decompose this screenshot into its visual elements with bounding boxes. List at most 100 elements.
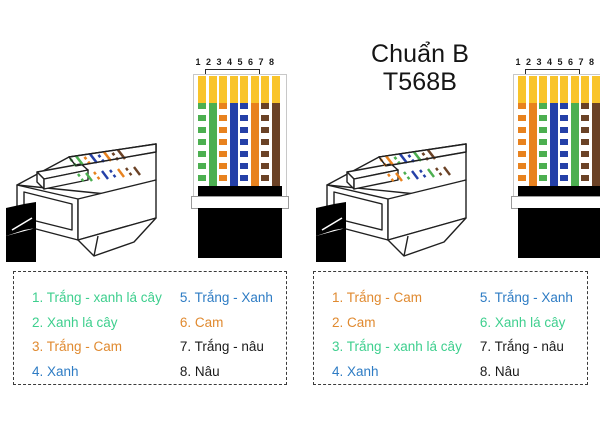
wire-stripe — [560, 151, 568, 157]
legend-row: 2. Cam — [332, 314, 376, 330]
pin-number-1: 1 — [515, 57, 521, 67]
wire-pin-8 — [591, 103, 600, 187]
wire-stripe — [560, 127, 568, 133]
wire-stripe — [581, 175, 589, 181]
pin-pair-bracket-left — [205, 69, 260, 74]
wire-stripe — [261, 163, 269, 169]
wire-stripe — [240, 103, 248, 109]
wire-stripe — [261, 151, 269, 157]
legend-row: 7. Trắng - nâu — [179, 339, 264, 354]
wire-stripe — [539, 151, 547, 157]
wire-stripe — [581, 103, 589, 109]
wire-stripe — [518, 127, 526, 133]
wire-pin-2 — [208, 103, 217, 187]
wire-pin-3 — [539, 103, 547, 187]
gold-contact-pin-7 — [261, 76, 269, 103]
wire-stripe — [560, 103, 568, 109]
title-line-2: T568B — [382, 68, 458, 96]
pin-number-5: 5 — [237, 57, 243, 67]
legend-row: 8. Nâu — [479, 363, 520, 379]
wire-stripe — [560, 115, 568, 121]
pin-number-2: 2 — [205, 57, 211, 67]
wire-stripe — [518, 175, 526, 181]
wire-stripe — [560, 139, 568, 145]
legend-row: 5. Trắng - Xanh — [479, 290, 573, 305]
wire-pin-5 — [240, 103, 248, 187]
wire-stripe — [539, 127, 547, 133]
gold-contact-pin-6 — [570, 76, 579, 103]
wire-pin-2 — [528, 103, 537, 187]
gold-contact-pin-4 — [549, 76, 558, 103]
wire-stripe — [518, 139, 526, 145]
legend-row: 6. Cam — [179, 314, 224, 330]
rj45-plug-illustration-right — [316, 132, 506, 262]
pin-number-5: 5 — [557, 57, 563, 67]
wire-stripe — [240, 163, 248, 169]
gold-contact-pin-1 — [518, 76, 526, 103]
pin-pair-bracket-right — [525, 69, 580, 74]
wire-stripe — [219, 103, 227, 109]
wire-pin-1 — [518, 103, 526, 187]
wire-stripe — [539, 103, 547, 109]
wire-stripe — [261, 175, 269, 181]
wire-row-right — [518, 103, 600, 187]
wire-pin-7 — [581, 103, 589, 187]
wire-stripe — [581, 127, 589, 133]
legend-row: 3. Trắng - Cam — [32, 339, 123, 354]
legend-row: 2. Xanh lá cây — [32, 314, 118, 330]
legend-row: 1. Trắng - Cam — [332, 290, 423, 305]
wire-stripe — [219, 151, 227, 157]
wire-stripe — [581, 139, 589, 145]
wire-stripe — [261, 103, 269, 109]
gold-contact-pin-6 — [250, 76, 259, 103]
wire-stripe — [219, 163, 227, 169]
wire-bundle-right-lower — [387, 166, 451, 183]
cable-jacket-right — [316, 202, 346, 262]
legend-row: 6. Xanh lá cây — [479, 314, 566, 330]
wire-stripe — [240, 115, 248, 121]
wire-stripe — [518, 115, 526, 121]
gold-contact-pin-1 — [198, 76, 206, 103]
wire-stripe — [261, 115, 269, 121]
wire-row-left — [198, 103, 282, 187]
wire-stripe — [581, 163, 589, 169]
gold-contact-pin-5 — [560, 76, 568, 103]
wire-stripe — [539, 163, 547, 169]
wire-stripe — [198, 103, 206, 109]
wire-pin-5 — [560, 103, 568, 187]
wire-stripe — [198, 127, 206, 133]
gold-contact-pin-3 — [539, 76, 547, 103]
rj45-plug-svg-left — [6, 143, 157, 262]
wire-pin-1 — [198, 103, 206, 187]
wire-stripe — [518, 163, 526, 169]
wire-stripe — [198, 163, 206, 169]
wire-stripe — [240, 127, 248, 133]
wire-pin-6 — [250, 103, 259, 187]
gold-contact-pin-4 — [229, 76, 238, 103]
wire-stripe — [219, 127, 227, 133]
legend-row: 5. Trắng - Xanh — [179, 290, 273, 305]
wire-stripe — [219, 115, 227, 121]
cable-body-right — [518, 208, 600, 258]
cable-jacket-left — [6, 202, 36, 262]
wire-pin-4 — [549, 103, 558, 187]
wire-stripe — [198, 175, 206, 181]
pin-number-2: 2 — [525, 57, 531, 67]
wire-stripe — [518, 151, 526, 157]
gold-contact-pin-8 — [271, 76, 280, 103]
gold-contact-pin-3 — [219, 76, 227, 103]
legend-row: 4. Xanh — [332, 363, 379, 379]
wire-stripe — [240, 151, 248, 157]
wire-stripe — [581, 151, 589, 157]
gold-contact-pin-2 — [208, 76, 217, 103]
wire-stripe — [240, 139, 248, 145]
gold-contact-pin-5 — [240, 76, 248, 103]
wire-stripe — [240, 175, 248, 181]
